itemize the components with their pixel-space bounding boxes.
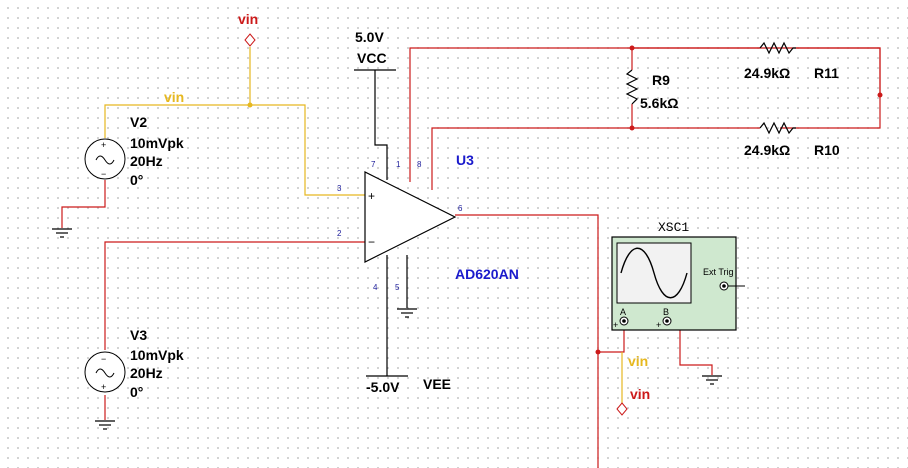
- wire-output[interactable]: [455, 214, 599, 468]
- sine-symbol-icon: [95, 368, 115, 378]
- ac-source-icon: [84, 351, 126, 393]
- opamp-triangle-icon: [364, 171, 457, 263]
- resistor-r11[interactable]: 24.9kΩ R11: [744, 41, 839, 81]
- source-v3[interactable]: − + V3 10mVpk 20Hz 0°: [84, 327, 184, 400]
- scope-channel-a: A: [620, 307, 626, 317]
- resistor-zigzag-icon: [625, 69, 639, 105]
- channel-a-terminal-dot: [622, 319, 626, 323]
- vcc-value: 5.0V: [355, 29, 384, 45]
- ground-icon: [702, 375, 722, 385]
- r11-ref: R11: [814, 65, 839, 81]
- v3-amplitude: 10mVpk: [130, 347, 184, 363]
- junction-dot: [629, 45, 635, 51]
- vcc-name: VCC: [357, 50, 387, 66]
- vin-scope-label: vin: [628, 353, 648, 369]
- pin-7-label: 7: [371, 160, 376, 169]
- wire-v2-ground[interactable]: [61, 180, 106, 228]
- channel-b-minus: _: [676, 320, 683, 330]
- ground-icon: [52, 228, 72, 238]
- opamp-plus-sign: +: [368, 189, 375, 203]
- sine-waveform-icon: [620, 247, 688, 299]
- v2-frequency: 20Hz: [130, 153, 163, 169]
- resistor-zigzag-icon: [759, 41, 796, 55]
- junction-dot-yellow: [247, 102, 253, 108]
- resistor-r9[interactable]: R9 5.6kΩ: [625, 69, 678, 111]
- vin-net-label: vin: [164, 89, 184, 105]
- v2-ref: V2: [130, 114, 147, 130]
- polarity-minus: −: [101, 169, 106, 179]
- vee-supply[interactable]: -5.0V VEE: [366, 375, 451, 395]
- wire-pin1-top-rail[interactable]: [409, 47, 881, 182]
- scope-ext-trig: Ext Trig: [703, 267, 734, 277]
- v2-amplitude: 10mVpk: [130, 135, 184, 151]
- junction-dot: [595, 349, 601, 355]
- wire-r11-right[interactable]: [796, 47, 881, 95]
- pin-5-label: 5: [395, 283, 400, 292]
- scope-ref: XSC1: [658, 220, 689, 235]
- resistor-zigzag-icon: [759, 121, 796, 135]
- wire-output-to-scope-a[interactable]: [598, 325, 625, 353]
- opamp-minus-sign: −: [368, 235, 375, 249]
- vin-probe-top[interactable]: vin: [238, 11, 258, 47]
- channel-a-minus: _: [634, 320, 641, 330]
- wires: [61, 47, 881, 468]
- v2-phase: 0°: [130, 172, 143, 188]
- scope-channel-b: B: [663, 307, 669, 317]
- vcc-supply[interactable]: 5.0V VCC: [354, 29, 396, 71]
- v3-ref: V3: [130, 327, 147, 343]
- pin-2-label: 2: [337, 229, 342, 238]
- vee-name: VEE: [423, 376, 451, 392]
- r11-value: 24.9kΩ: [744, 65, 790, 81]
- wire-scope-b-ground[interactable]: [679, 325, 713, 375]
- vin-probe-bottom[interactable]: vin: [616, 386, 650, 416]
- pin-4-label: 4: [373, 283, 378, 292]
- polarity-minus: −: [101, 354, 106, 364]
- opamp-u3[interactable]: + − 3 2 7 1 8 6 4 5 U3 AD620AN: [337, 152, 519, 292]
- vin-probe-top-label: vin: [238, 11, 258, 27]
- v3-phase: 0°: [130, 384, 143, 400]
- wire-v3-inverting[interactable]: [104, 241, 365, 350]
- junction-dot: [629, 125, 635, 131]
- channel-b-plus: +: [656, 320, 661, 330]
- r10-ref: R10: [814, 142, 840, 158]
- probe-diamond-icon: [244, 33, 256, 47]
- ground-icon: [95, 420, 115, 430]
- probe-diamond-icon: [616, 402, 628, 416]
- oscilloscope-xsc1[interactable]: XSC1 Ext Trig A B + _ + _: [611, 220, 745, 331]
- vin-probe-bottom-label: vin: [630, 386, 650, 402]
- sine-symbol-icon: [95, 155, 115, 165]
- wire-pin8-bottom-rail[interactable]: [431, 127, 760, 190]
- channel-a-plus: +: [613, 320, 618, 330]
- pin-8-label: 8: [417, 160, 422, 169]
- r9-value: 5.6kΩ: [640, 95, 678, 111]
- r9-ref: R9: [652, 72, 670, 88]
- wire-vcc[interactable]: [374, 70, 388, 180]
- ext-trig-terminal-dot: [722, 284, 726, 288]
- pin-1-label: 1: [396, 160, 401, 169]
- source-v2[interactable]: + − V2 10mVpk 20Hz 0°: [84, 114, 184, 188]
- vee-value: -5.0V: [366, 379, 400, 395]
- v3-frequency: 20Hz: [130, 365, 163, 381]
- wire-vin-v2[interactable]: [104, 104, 365, 196]
- channel-b-terminal-dot: [665, 319, 669, 323]
- opamp-ref: U3: [456, 152, 474, 168]
- junctions: [247, 45, 883, 355]
- polarity-plus: +: [101, 140, 106, 150]
- ground-icon: [397, 308, 417, 318]
- pin-6-label: 6: [458, 204, 463, 213]
- r10-value: 24.9kΩ: [744, 142, 790, 158]
- polarity-plus: +: [101, 382, 106, 392]
- resistor-r10[interactable]: 24.9kΩ R10: [744, 121, 840, 158]
- ac-source-icon: [84, 138, 126, 180]
- pin-3-label: 3: [337, 184, 342, 193]
- junction-dot: [877, 92, 883, 98]
- opamp-part: AD620AN: [455, 266, 519, 282]
